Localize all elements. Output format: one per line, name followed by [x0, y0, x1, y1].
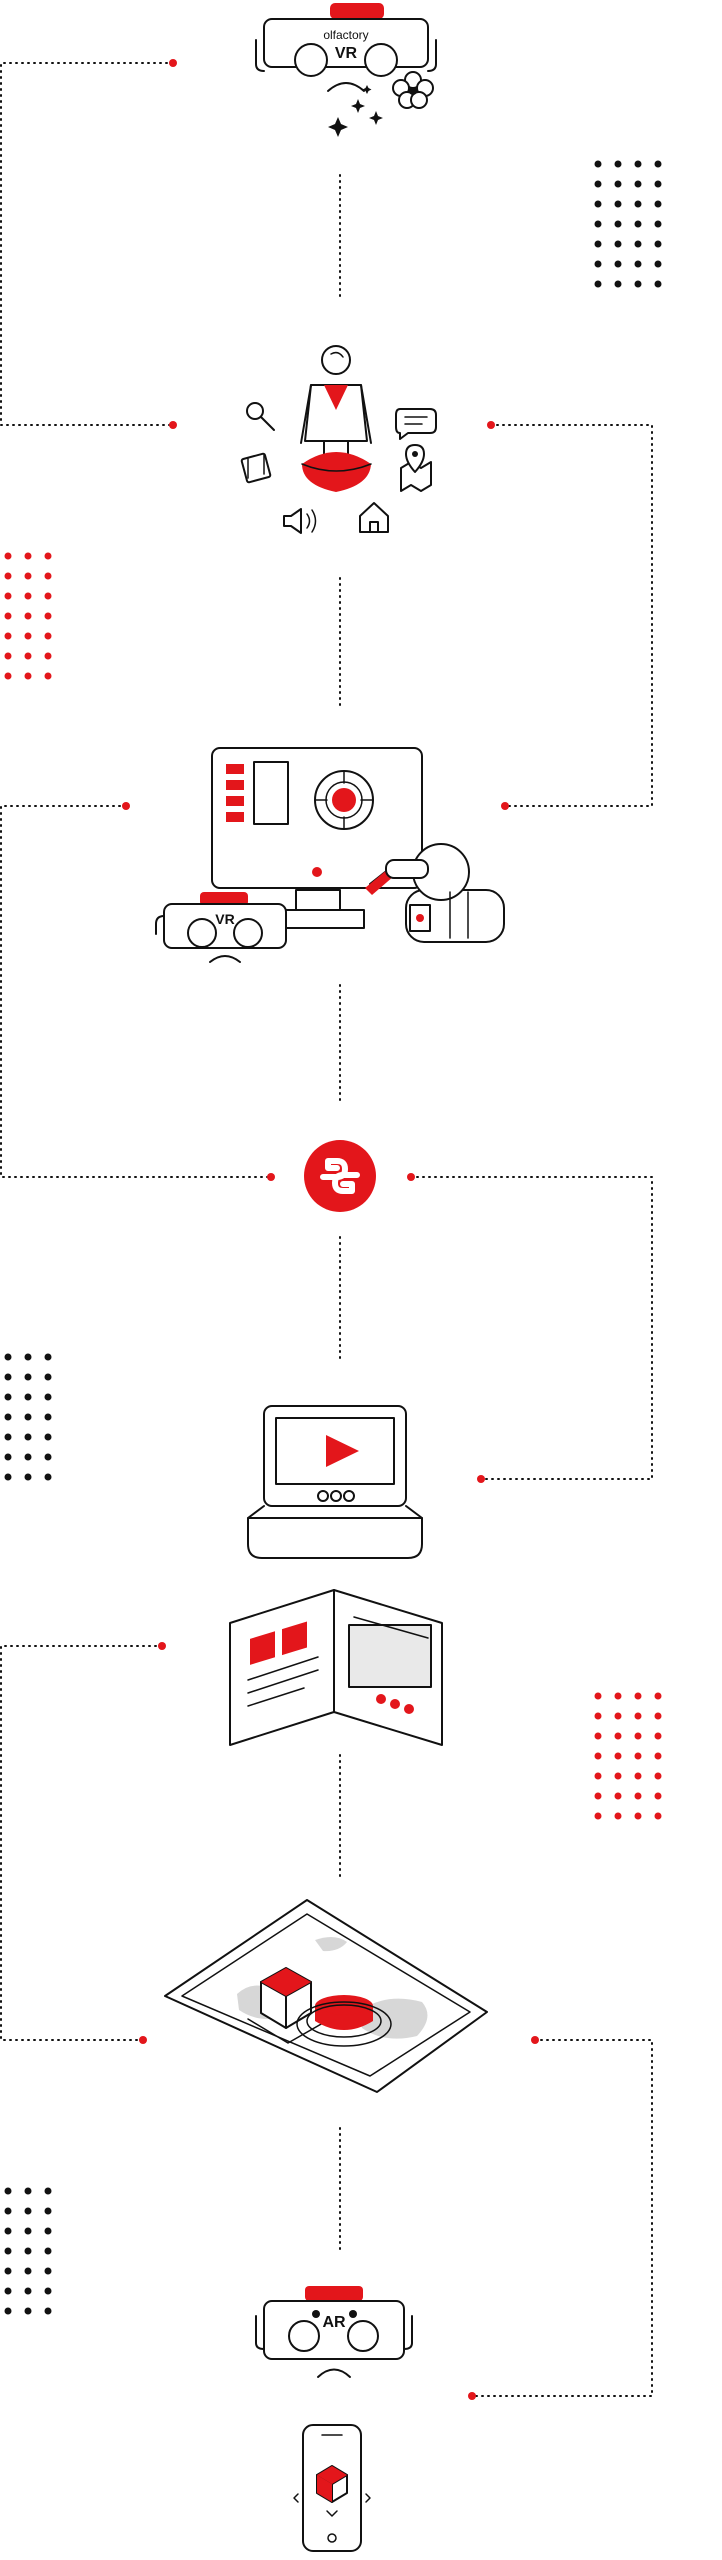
endpoint-dot — [407, 1173, 415, 1181]
isometric-map-icon — [164, 1899, 488, 2093]
connector-right-2 — [410, 1176, 653, 1480]
dot-grid-red-right — [594, 1692, 662, 1820]
endpoint-dot — [267, 1173, 275, 1181]
endpoint-dot — [531, 2036, 539, 2044]
film-strip-icon — [240, 452, 272, 484]
endpoint-dot — [169, 421, 177, 429]
olfactory-label: olfactory — [323, 28, 368, 42]
robot-icon — [385, 843, 505, 943]
red-round-logo-icon — [304, 1140, 376, 1212]
endpoint-dot — [139, 2036, 147, 2044]
connector-right-1 — [490, 424, 653, 807]
ar-label: AR — [322, 2314, 346, 2331]
dot-grid-black-right-top — [594, 160, 662, 288]
computer-workstation-icon — [211, 747, 423, 929]
phone-ar-icon — [293, 2424, 371, 2552]
magnifier-icon — [246, 402, 275, 431]
endpoint-dot — [487, 421, 495, 429]
connector-endpoints — [122, 59, 539, 2400]
endpoint-dot — [477, 1475, 485, 1483]
endpoint-dot — [468, 2392, 476, 2400]
flower-icon — [392, 71, 434, 109]
connector-left-2 — [0, 805, 272, 1178]
endpoint-dot — [501, 802, 509, 810]
endpoint-dot — [158, 1642, 166, 1650]
sparkle-icon — [328, 85, 383, 137]
connector-lines — [0, 62, 653, 2397]
dot-grid-black-left-middle — [4, 1353, 52, 1481]
vr-label-top: VR — [335, 45, 358, 62]
dot-grid-red-left — [4, 552, 52, 680]
vr-headset-icon: VR — [155, 892, 287, 963]
endpoint-dot — [122, 802, 130, 810]
olfactory-vr-headset-icon: olfactory VR — [255, 3, 437, 137]
laptop-video-icon — [247, 1405, 423, 1559]
character-icon — [300, 345, 372, 492]
home-icon — [359, 502, 389, 533]
speaker-icon — [283, 508, 317, 534]
connector-right-3 — [471, 2039, 653, 2397]
dot-grid-black-left-bottom — [4, 2187, 52, 2315]
vr-label-kit: VR — [215, 911, 234, 927]
endpoint-dot — [169, 59, 177, 67]
connector-left-3 — [0, 1645, 163, 2041]
speech-bubble-icon — [395, 408, 437, 440]
ar-headset-icon: AR — [255, 2286, 413, 2378]
map-pin-icon — [400, 444, 432, 492]
brochure-icon — [229, 1589, 443, 1746]
connector-left-top — [0, 62, 174, 426]
